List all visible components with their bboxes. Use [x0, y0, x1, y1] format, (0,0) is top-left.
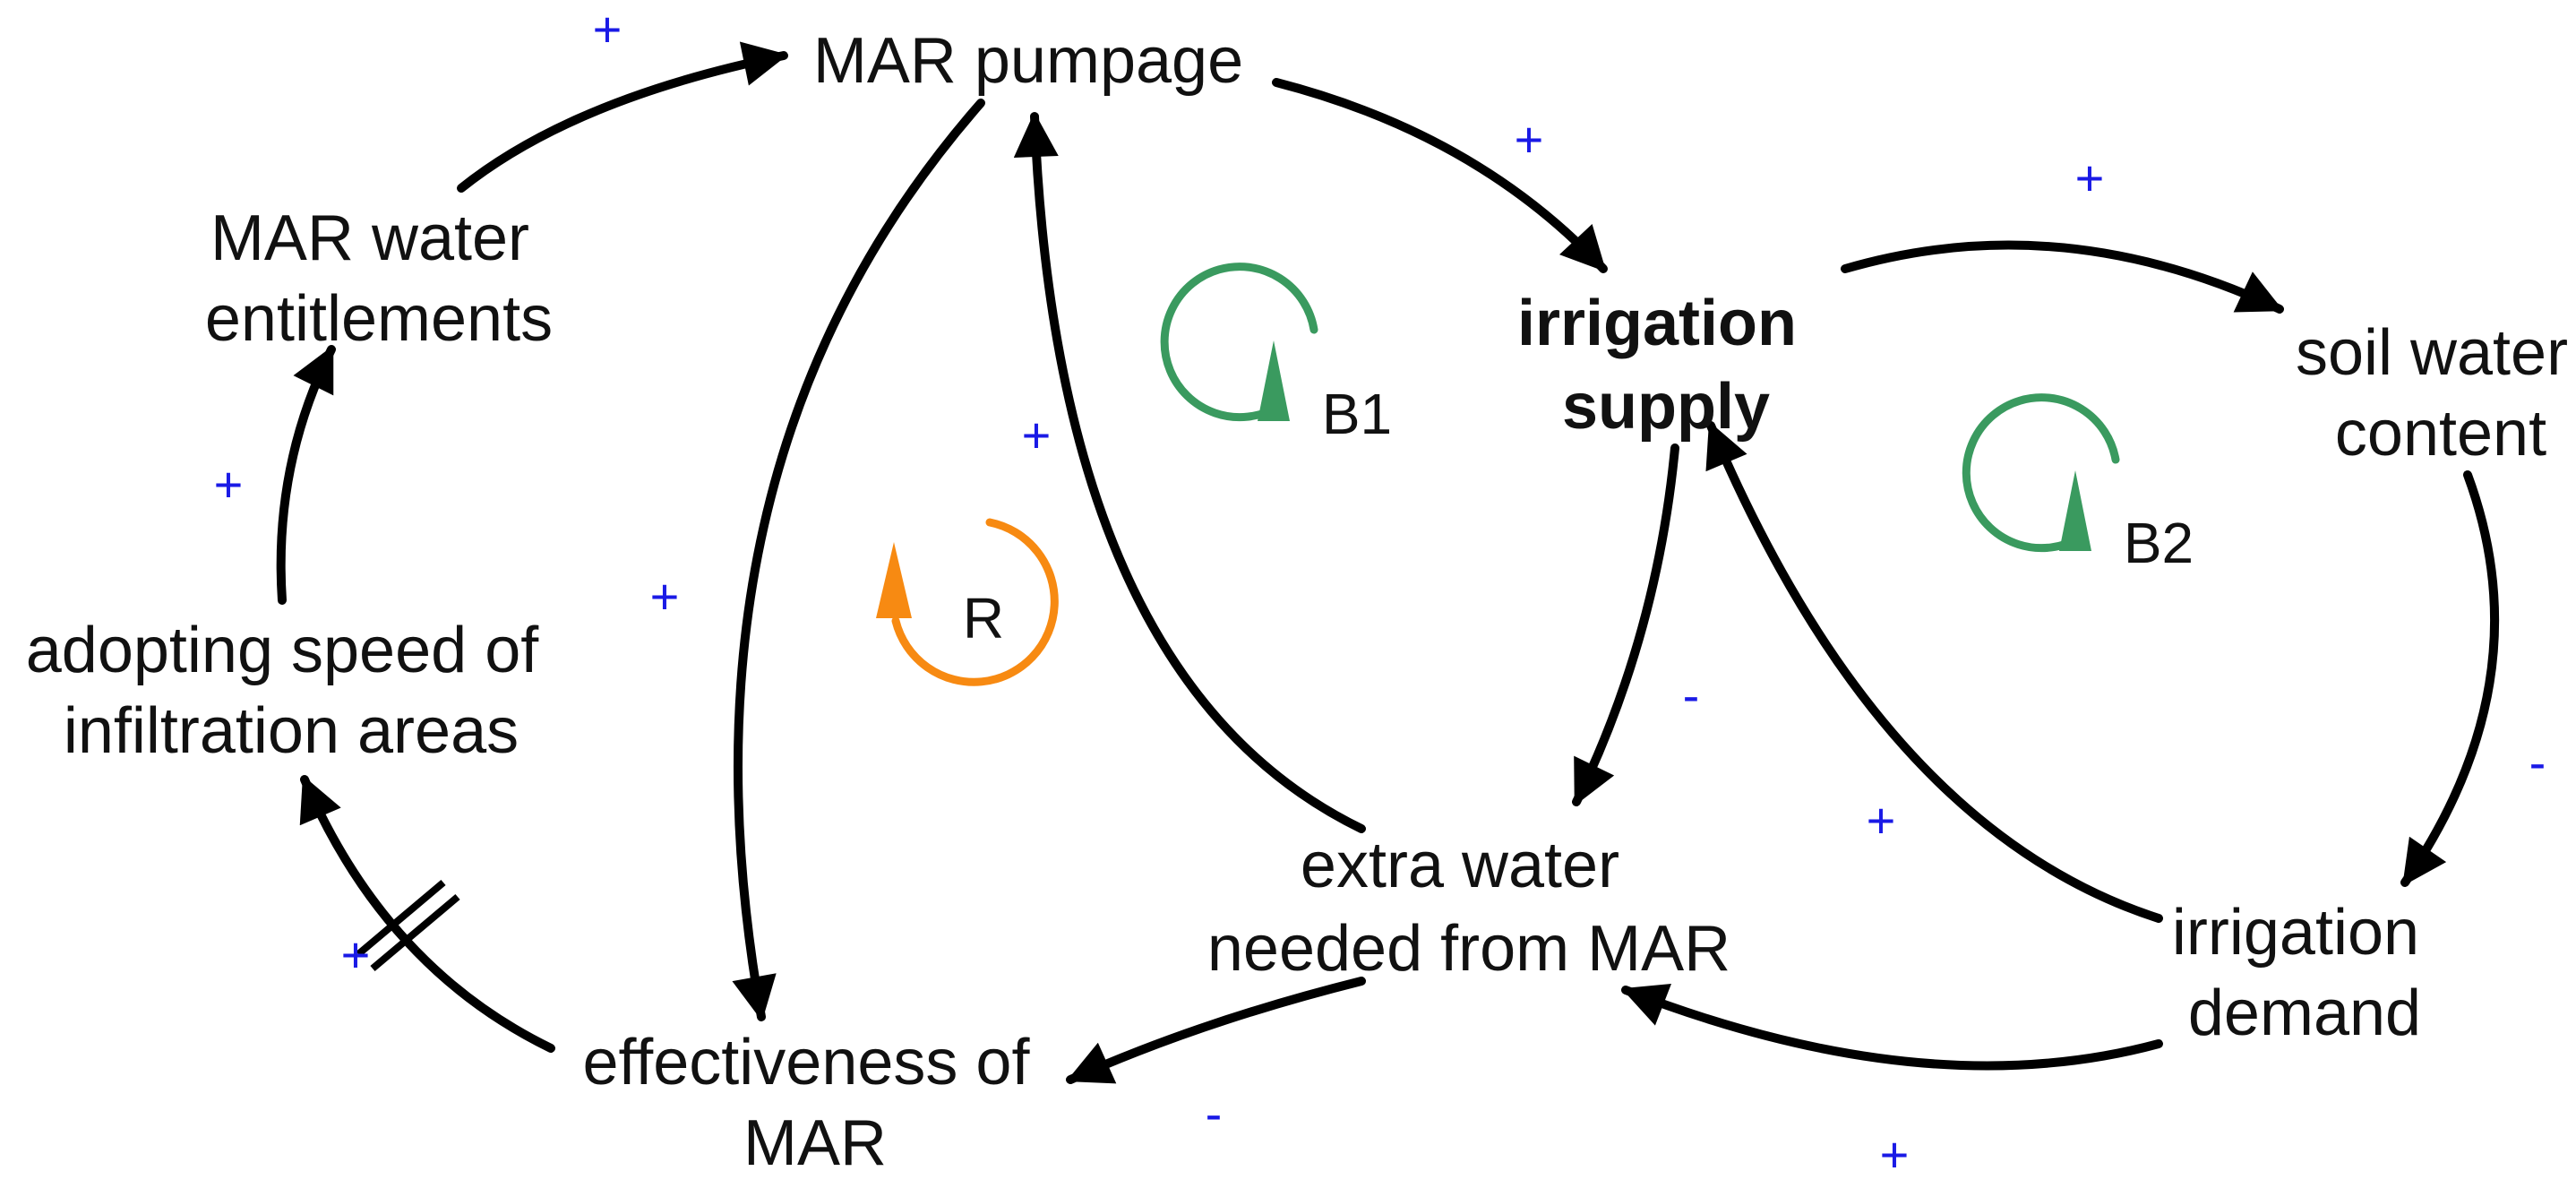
loop-r-label: R	[963, 586, 1004, 650]
polarity-entitlements-to-pumpage: +	[593, 1, 623, 57]
edge-adopting-to-entitlements	[276, 345, 336, 605]
loop-r: R	[876, 518, 1059, 686]
edge-supply-to-extra	[1572, 443, 1679, 806]
loop-b2-label: B2	[2124, 511, 2194, 575]
node-soil-water-content: soil water content	[2296, 317, 2576, 469]
loop-b2-arc	[1962, 393, 2120, 553]
node-adopting-speed: adopting speed of infiltration areas	[26, 615, 557, 767]
edge-demand-to-supply	[1705, 421, 2163, 923]
edge-pumpage-to-supply	[1272, 78, 1608, 273]
loop-b1-label: B1	[1322, 382, 1392, 446]
polarity-demand-to-supply: +	[1867, 792, 1896, 848]
loop-b1-arc	[1160, 263, 1318, 422]
polarity-supply-to-soil: +	[2075, 150, 2105, 206]
polarity-effectiveness-to-adopting: +	[341, 926, 371, 983]
polarity-pumpage-to-supply: +	[1515, 111, 1544, 168]
node-extra-water: extra water needed from MAR	[1207, 830, 1730, 985]
loop-b1: B1	[1160, 263, 1392, 446]
node-mar-pumpage: MAR pumpage	[813, 25, 1243, 97]
polarity-demand-to-extra: +	[1880, 1126, 1910, 1183]
node-irrigation-demand: irrigation demand	[2172, 897, 2437, 1049]
nodes: MAR pumpage irrigation supply soil water…	[26, 25, 2576, 1179]
edge-extra-to-pumpage	[1013, 112, 1366, 833]
edge-pumpage-to-effectiveness	[732, 99, 985, 1021]
polarity-adopting-to-entitlements: +	[214, 456, 244, 512]
loop-r-arc	[891, 518, 1059, 686]
polarity-pumpage-to-effectiveness: +	[650, 568, 680, 624]
loop-b1-arrowhead	[1258, 340, 1290, 421]
edge-demand-to-extra	[1621, 983, 2163, 1071]
edge-supply-to-soil	[1841, 240, 2284, 314]
polarity-signs: + + + + + + + - - + + -	[214, 1, 2546, 1183]
polarity-extra-to-effectiveness: -	[1206, 1085, 1223, 1141]
polarity-extra-to-pumpage: +	[1022, 407, 1052, 463]
loop-b2: B2	[1962, 393, 2194, 575]
edge-effectiveness-to-adopting	[299, 775, 555, 1053]
polarity-soil-to-demand: -	[2529, 734, 2546, 790]
delay-mark	[356, 879, 460, 972]
polarity-supply-to-extra: -	[1683, 667, 1700, 723]
node-irrigation-supply: irrigation supply	[1517, 288, 1815, 443]
edge-soil-to-demand	[2400, 470, 2500, 887]
node-effectiveness: effectiveness of MAR	[583, 1027, 1048, 1179]
edge-entitlements-to-pumpage	[457, 41, 788, 193]
loop-b2-arrowhead	[2059, 470, 2091, 551]
edge-extra-to-effectiveness	[1066, 977, 1366, 1084]
node-mar-water-entitlements: MAR water entitlements	[205, 202, 553, 355]
loop-r-arrowhead	[876, 542, 912, 618]
